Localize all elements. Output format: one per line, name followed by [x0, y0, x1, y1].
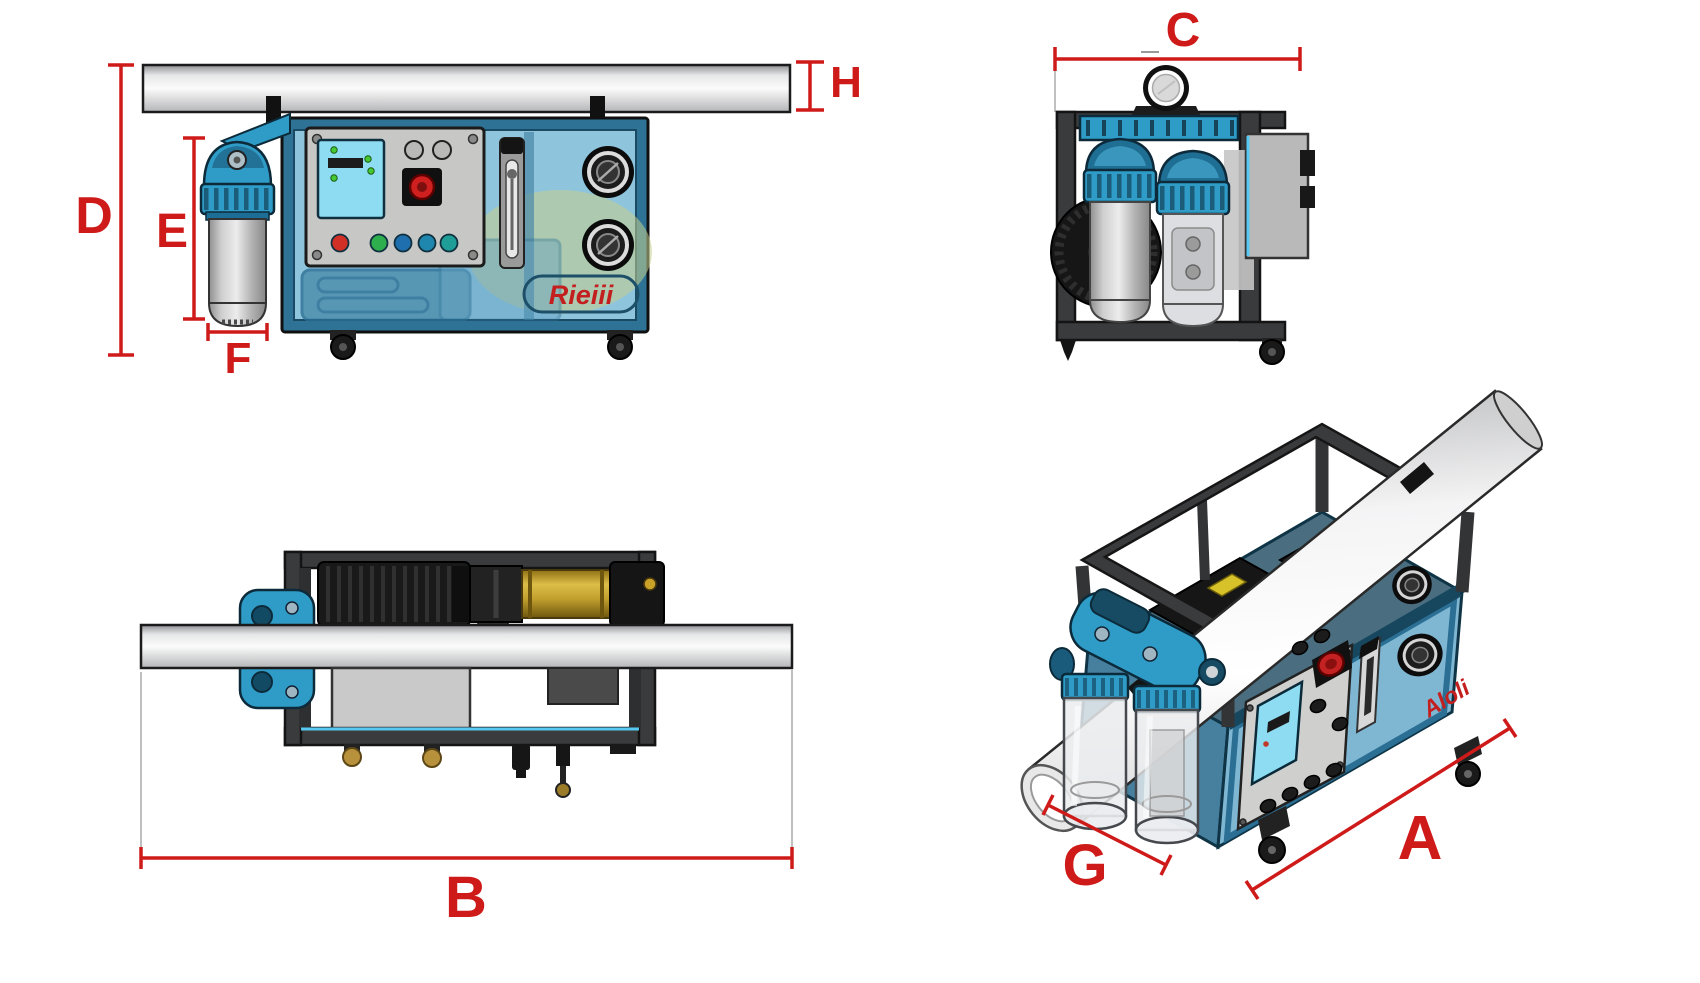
control-panel [304, 126, 486, 268]
pressure-gauge [582, 146, 634, 198]
dimension-label-g: G [1062, 833, 1107, 898]
side-view: C [1050, 4, 1315, 365]
brand-logo-front: Rieiii [549, 280, 614, 310]
front-face-border [1223, 595, 1458, 844]
caster-wheel [330, 330, 356, 360]
iso-knobs [1259, 628, 1349, 814]
junction-box [547, 667, 619, 705]
dimension-label-e: E [156, 205, 188, 258]
caster-wheel [1258, 806, 1290, 864]
iso-filter-assembly [1049, 588, 1226, 845]
front-view: Rieiii [75, 58, 862, 383]
dimension-label-c: C [1166, 4, 1201, 57]
dimension-label-a: A [1398, 804, 1443, 873]
emergency-stop-center [417, 182, 427, 192]
membrane-pipe-top [139, 623, 794, 670]
dimension-lines-front [108, 60, 824, 357]
filter-bowl [208, 218, 267, 304]
dimension-lines-top [139, 847, 794, 869]
pipe-end [1143, 65, 1189, 111]
bottom-fittings [342, 744, 636, 798]
dimension-label-d: D [75, 187, 113, 245]
top-view: B [139, 550, 794, 930]
iso-gauge [1397, 633, 1443, 677]
filter-housing-side [1082, 137, 1158, 324]
dimension-label-h: H [830, 58, 862, 107]
motor-assembly-top [317, 561, 665, 627]
dimension-lines-side [1053, 47, 1302, 71]
filter-housing-side [1155, 149, 1231, 328]
display-screen [316, 138, 386, 220]
display-leds [330, 146, 375, 182]
display-readout [328, 158, 363, 168]
flow-meter [499, 137, 525, 269]
filter-bowl-bottom [207, 302, 268, 328]
membrane-pipe [141, 63, 792, 114]
panel-button-row [330, 233, 459, 253]
iso-screen [1250, 679, 1304, 787]
iso-control-panel [1236, 628, 1354, 832]
prefilter-housing [199, 112, 291, 328]
drain-spout [1060, 340, 1076, 361]
iso-flow-meter [1355, 636, 1382, 734]
dimension-label-f: F [225, 334, 252, 383]
isometric-view: Aloli [1020, 389, 1543, 900]
pipe-clamp [1400, 462, 1434, 494]
dimension-label-b: B [445, 865, 487, 930]
panel-knob [432, 140, 452, 160]
side-panel [1244, 132, 1315, 260]
caster-wheel [1259, 338, 1285, 365]
caster-wheel [607, 330, 633, 360]
filter-manifold-bar [1078, 114, 1240, 142]
dimension-lines-iso [1041, 718, 1518, 900]
gold-pump-cylinder [521, 569, 611, 619]
electrical-box [330, 666, 472, 730]
iso-filter-bowl [1062, 696, 1128, 831]
brand-plate [522, 274, 640, 314]
dimension-line-a [1251, 726, 1511, 892]
dimension-line-g [1047, 803, 1167, 867]
panel-screws [311, 133, 479, 261]
iso-gauge [1392, 565, 1432, 605]
iso-filter-bowl [1134, 708, 1200, 845]
pressure-gauge [582, 219, 634, 271]
interior-divider [524, 132, 534, 320]
panel-knob [404, 140, 424, 160]
